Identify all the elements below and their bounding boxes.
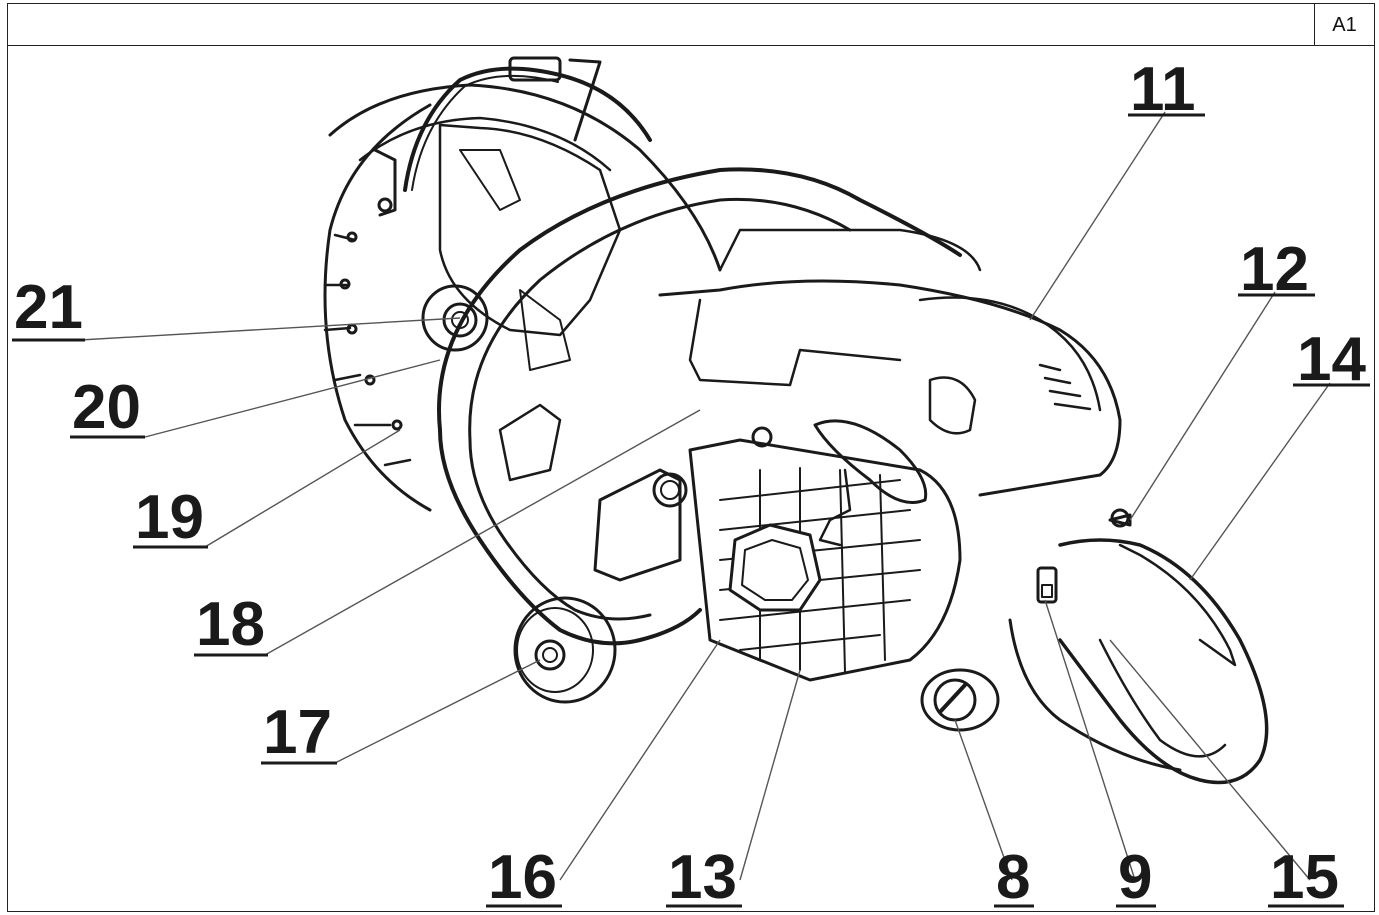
leader-9 — [1044, 599, 1136, 881]
callout-16-label: 16 — [488, 843, 557, 912]
callout-21-label: 21 — [14, 273, 83, 342]
starter-handle — [813, 419, 928, 547]
callout-15-label: 15 — [1270, 843, 1339, 912]
wheel — [513, 596, 617, 704]
callout-17: 17 — [261, 698, 337, 767]
callouts: 11 12 14 21 20 19 18 17 — [12, 55, 1370, 912]
leader-13 — [739, 669, 801, 881]
callout-12-label: 12 — [1240, 235, 1309, 304]
callout-19: 19 — [133, 483, 208, 552]
callout-11-label: 11 — [1130, 55, 1196, 124]
callout-15: 15 — [1268, 843, 1344, 912]
callout-14-label: 14 — [1297, 325, 1366, 394]
leader-20 — [144, 359, 441, 438]
leader-21 — [79, 317, 461, 341]
callout-18-label: 18 — [196, 590, 265, 659]
callout-21: 21 — [12, 273, 85, 342]
callout-8: 8 — [994, 843, 1034, 912]
leader-15 — [1109, 639, 1311, 881]
blade-guard — [328, 83, 722, 482]
drawing-frame: A1 — [7, 3, 1375, 912]
callout-9-label: 9 — [1118, 843, 1152, 912]
leader-14 — [1189, 382, 1331, 581]
leader-8 — [954, 719, 1013, 881]
leader-12 — [1129, 291, 1276, 521]
sheet-label: A1 — [1314, 4, 1374, 46]
callout-12: 12 — [1238, 235, 1315, 304]
callout-18: 18 — [194, 590, 268, 659]
leader-lines — [79, 111, 1331, 881]
leader-18 — [264, 409, 701, 656]
water-hose — [373, 56, 652, 217]
air-filter-cover — [593, 426, 773, 582]
engine-cover — [658, 228, 1122, 497]
leader-17 — [334, 659, 541, 764]
title-bar: A1 — [8, 4, 1374, 46]
callout-13-label: 13 — [668, 843, 737, 912]
arbor-bolt — [421, 284, 489, 352]
callout-20-label: 20 — [72, 373, 141, 442]
starter-cover — [688, 438, 962, 682]
front-handle — [437, 167, 962, 646]
rear-handle — [1008, 538, 1269, 785]
callout-20: 20 — [70, 373, 145, 442]
leader-11 — [1029, 111, 1166, 321]
callout-19-label: 19 — [135, 483, 204, 552]
callout-9: 9 — [1116, 843, 1156, 912]
choke-knob — [920, 508, 1132, 732]
callout-17-label: 17 — [263, 698, 332, 767]
cutting-disc — [323, 103, 432, 512]
callout-8-label: 8 — [996, 843, 1030, 912]
callout-16: 16 — [486, 843, 562, 912]
callout-14: 14 — [1293, 325, 1370, 394]
callout-13: 13 — [666, 843, 742, 912]
leader-16 — [559, 639, 721, 881]
callout-11: 11 — [1128, 55, 1205, 124]
leader-19 — [204, 429, 401, 548]
